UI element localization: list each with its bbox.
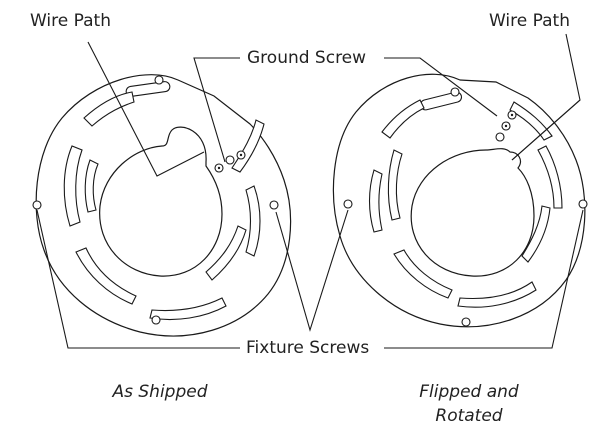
leader-fixture-mid-left bbox=[275, 209, 349, 332]
left-fixture-hole-right bbox=[269, 200, 279, 210]
leader-fixture-left bbox=[36, 209, 240, 349]
right-fixture-hole-right bbox=[578, 199, 588, 209]
left-slot-bottom bbox=[149, 297, 227, 321]
left-slot-left-inner bbox=[84, 159, 99, 213]
right-slot-upper-left bbox=[381, 99, 425, 139]
caption-flipped-line2: Rotated bbox=[435, 406, 502, 426]
right-ground-dot-2 bbox=[504, 124, 508, 128]
right-fixture-hole-left bbox=[343, 199, 353, 209]
caption-flipped-line1: Flipped and bbox=[419, 382, 519, 402]
right-slot-left bbox=[368, 169, 383, 233]
left-center-opening bbox=[99, 126, 223, 277]
ground-screw-label: Ground Screw bbox=[247, 48, 366, 68]
left-slot-right-lower bbox=[245, 185, 261, 257]
leader-wire-path-left bbox=[87, 41, 205, 177]
wire-path-label-right: Wire Path bbox=[489, 11, 570, 31]
leader-ground-left bbox=[193, 57, 240, 163]
left-ground-hole-2 bbox=[225, 155, 235, 165]
leader-lines bbox=[36, 33, 584, 349]
left-slot-top bbox=[125, 81, 171, 97]
right-mounting-plate bbox=[332, 73, 588, 328]
left-ground-dot-3 bbox=[239, 153, 243, 157]
left-slot-lower-left bbox=[75, 247, 137, 305]
right-slot-upper-right bbox=[509, 101, 553, 141]
right-small-hole-bottom bbox=[461, 317, 471, 327]
right-center-opening bbox=[410, 148, 535, 277]
right-ground-hole-3 bbox=[495, 132, 505, 142]
right-small-hole-top bbox=[450, 87, 460, 97]
left-mounting-plate bbox=[32, 74, 292, 337]
fixture-screws-label: Fixture Screws bbox=[246, 338, 369, 358]
right-slot-lower-right bbox=[521, 205, 551, 263]
right-slot-left-inner bbox=[387, 149, 403, 221]
left-slot-upper-left bbox=[83, 91, 135, 127]
leader-wire-path-right-b bbox=[511, 33, 581, 161]
right-slot-bottom bbox=[457, 281, 537, 308]
caption-as-shipped: As Shipped bbox=[111, 382, 207, 402]
left-small-hole-bottom bbox=[151, 315, 161, 325]
left-slot-lower-right bbox=[205, 225, 247, 281]
right-slot-lower-left bbox=[393, 249, 453, 299]
left-slot-left bbox=[63, 145, 83, 227]
leader-ground-right bbox=[384, 57, 498, 117]
leader-fixture-right bbox=[384, 209, 584, 349]
wire-path-label-left: Wire Path bbox=[30, 11, 111, 31]
left-fixture-hole-left bbox=[32, 200, 42, 210]
left-small-hole-top bbox=[154, 75, 164, 85]
right-ground-dot-1 bbox=[510, 113, 514, 117]
left-ground-dot-1 bbox=[217, 166, 221, 170]
right-slot-right bbox=[537, 145, 563, 209]
